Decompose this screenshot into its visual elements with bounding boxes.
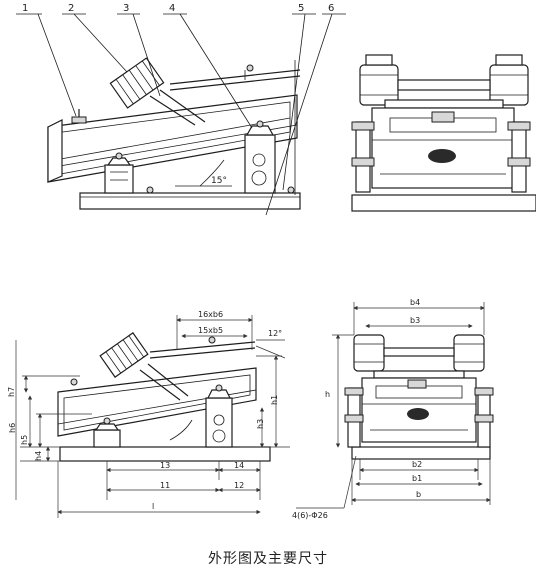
bottom-end-base — [351, 446, 491, 460]
figure-caption: 外形图及主要尺寸 — [208, 551, 328, 567]
top-side-view: 15° 1 2 3 4 5 6 — [16, 3, 346, 216]
vibration-motor — [109, 57, 165, 109]
dim-l6b6: 16xb6 — [198, 310, 223, 319]
angle-label: 15° — [211, 176, 227, 186]
right-motor-drum — [489, 64, 529, 106]
callout-leaders — [16, 13, 346, 216]
dim-b: b — [416, 490, 421, 499]
callout-4: 4 — [169, 3, 175, 14]
callout-3: 3 — [123, 3, 129, 14]
dim-l5b5: 15xb5 — [198, 326, 223, 335]
dim-h4: h4 — [34, 451, 43, 461]
dim-h5: h5 — [20, 435, 29, 445]
dim-l3: 13 — [160, 461, 170, 470]
dim-l2: 12 — [234, 481, 244, 490]
base-plate — [79, 192, 301, 210]
top-end-view — [351, 54, 536, 212]
dim-l1: 11 — [160, 481, 170, 490]
dim-b2: b2 — [412, 460, 422, 469]
dim-b3: b3 — [410, 316, 420, 325]
callout-1: 1 — [22, 3, 28, 14]
dim-h: h — [325, 390, 330, 399]
right-spring-support — [244, 134, 276, 194]
callout-5: 5 — [298, 3, 304, 14]
dim-h1: h1 — [270, 395, 279, 405]
end-base-plate — [351, 194, 536, 212]
dim-b4: b4 — [410, 298, 420, 307]
dim-h7: h7 — [7, 387, 16, 397]
dim-b1: b1 — [412, 474, 422, 483]
left-motor-drum — [359, 64, 399, 106]
bottom-vibration-motor — [99, 332, 149, 378]
dim-l4: 14 — [234, 461, 244, 470]
left-spring-support — [104, 164, 134, 194]
callout-6: 6 — [328, 3, 334, 14]
dim-l: l — [152, 502, 154, 511]
dim-angle: 12° — [268, 329, 282, 338]
dim-h6: h6 — [8, 423, 17, 433]
callout-2: 2 — [68, 3, 74, 14]
nameplate-oval — [428, 149, 456, 163]
dim-h3: h3 — [256, 419, 265, 429]
bottom-base-plate — [59, 446, 271, 462]
bottom-end-view: b4 b3 h b2 b1 b 4(6)-Φ26 — [292, 298, 494, 520]
dim-bolts: 4(6)-Φ26 — [292, 511, 328, 520]
bottom-side-view: 16xb6 15xb5 12° h7 h6 h5 h4 h3 h1 13 — [7, 310, 290, 518]
